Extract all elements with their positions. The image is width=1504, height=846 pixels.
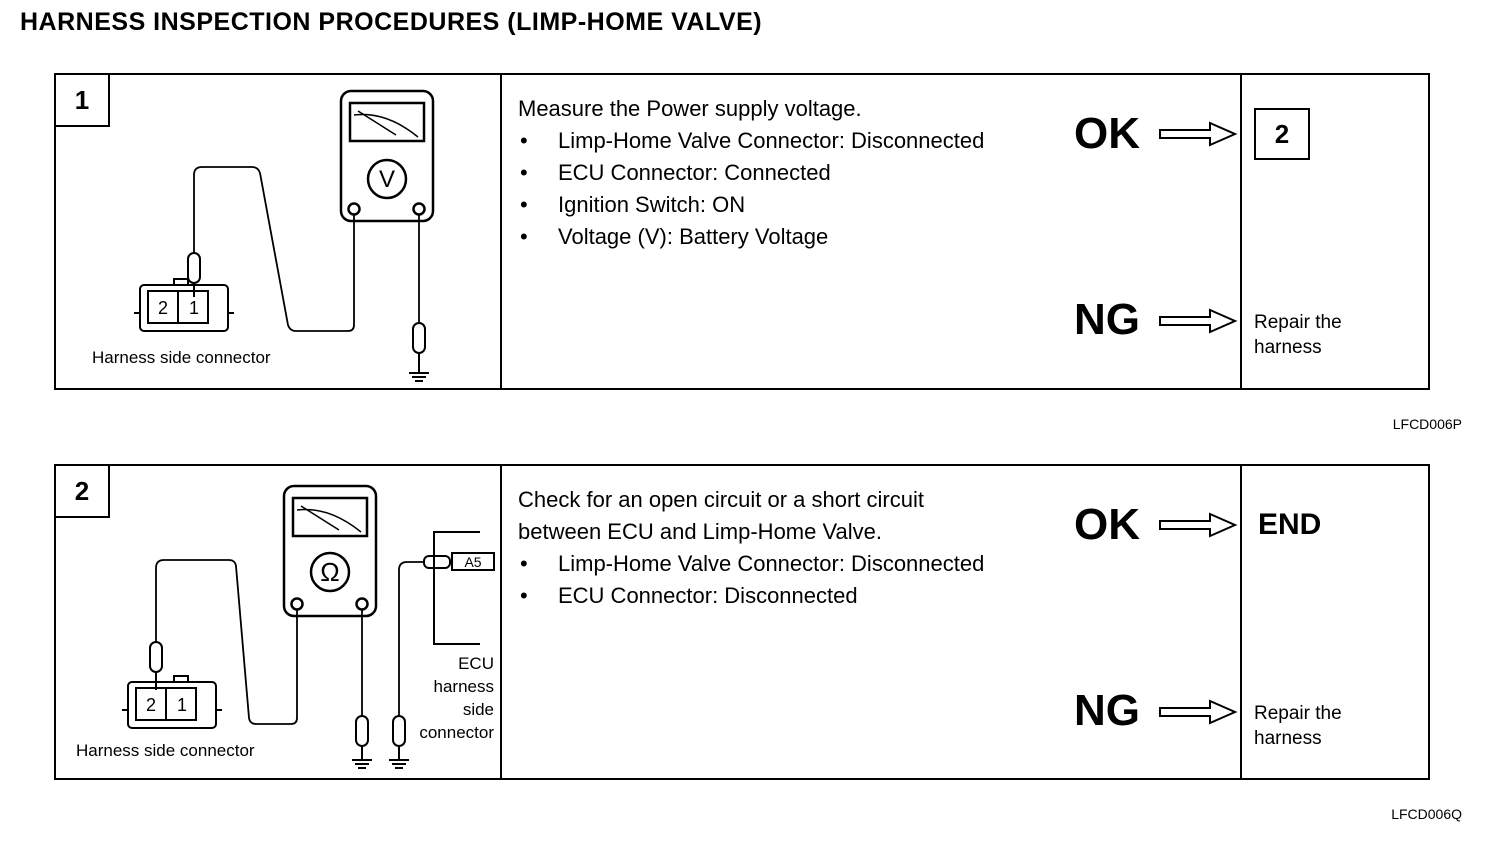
connector-pin-1: 1 — [177, 695, 187, 715]
meter-symbol: Ω — [320, 557, 339, 587]
condition-item: Limp-Home Valve Connector: Disconnected — [518, 548, 984, 580]
ohmmeter-diagram: Ω — [122, 484, 495, 769]
connector-pin-1: 1 — [189, 298, 199, 318]
harness-connector-icon — [122, 675, 222, 729]
condition-item: Limp-Home Valve Connector: Disconnected — [518, 125, 984, 157]
connector-pin-2: 2 — [158, 298, 168, 318]
ohmmeter-icon — [282, 484, 378, 618]
probe-wire-ecu — [398, 561, 424, 716]
step-2-figure: 2 Ω — [56, 466, 502, 778]
condition-item: Ignition Switch: ON — [518, 189, 984, 221]
ecu-connector-label: ECU harness side connector — [419, 654, 494, 742]
connector-pin-2: 2 — [146, 695, 156, 715]
ng-arrow-icon — [1159, 308, 1238, 334]
ecu-connector-icon — [423, 531, 495, 645]
harness-connector-icon — [134, 278, 234, 332]
ng-label: NG — [1074, 686, 1140, 735]
next-step-link[interactable]: 2 — [1254, 108, 1310, 160]
condition-list: Limp-Home Valve Connector: Disconnected … — [518, 548, 984, 612]
figure-code: LFCD006Q — [1391, 806, 1462, 822]
ng-arrow-icon — [1159, 699, 1238, 725]
connector-label: Harness side connector — [76, 741, 255, 760]
condition-item: ECU Connector: Disconnected — [518, 580, 984, 612]
condition-item: Voltage (V): Battery Voltage — [518, 221, 984, 253]
page-title: HARNESS INSPECTION PROCEDURES (LIMP-HOME… — [20, 8, 763, 36]
ok-label: OK — [1074, 109, 1140, 158]
voltmeter-icon — [339, 89, 435, 223]
condition-list: Limp-Home Valve Connector: Disconnected … — [518, 125, 984, 253]
instruction-line: between ECU and Limp-Home Valve. — [518, 519, 882, 544]
probe-wire-connector — [155, 559, 298, 725]
ng-result-text: Repair the harness — [1254, 312, 1342, 358]
step-2-results: END Repair the harness — [1242, 466, 1428, 778]
ok-label: OK — [1074, 500, 1140, 549]
condition-item: ECU Connector: Connected — [518, 157, 984, 189]
ok-arrow-icon — [1159, 121, 1238, 147]
probe-wire-red — [193, 166, 355, 332]
step-1-figure: 1 V — [56, 75, 502, 388]
ng-result-text: Repair the harness — [1254, 703, 1342, 749]
step-1-instructions: Measure the Power supply voltage. Limp-H… — [502, 75, 1242, 388]
end-label: END — [1258, 508, 1322, 541]
voltmeter-diagram: V — [134, 89, 435, 382]
connector-label: Harness side connector — [92, 348, 271, 367]
meter-symbol: V — [379, 166, 395, 193]
ground-probe — [389, 715, 409, 769]
ground-probe — [409, 322, 429, 382]
step-2-number: 2 — [56, 466, 110, 518]
ground-probe — [352, 715, 372, 769]
ng-label: NG — [1074, 295, 1140, 344]
step-1-block: 1 V — [54, 73, 1430, 390]
step-2-instructions: Check for an open circuit or a short cir… — [502, 466, 1242, 778]
step-1-results: 2 Repair the harness — [1242, 75, 1428, 388]
figure-code: LFCD006P — [1392, 416, 1462, 432]
ok-arrow-icon — [1159, 512, 1238, 538]
step-2-block: 2 Ω — [54, 464, 1430, 780]
instruction-line: Check for an open circuit or a short cir… — [518, 487, 924, 512]
ecu-pin: A5 — [464, 554, 481, 570]
instruction-line: Measure the Power supply voltage. — [518, 96, 862, 121]
step-1-number: 1 — [56, 75, 110, 127]
